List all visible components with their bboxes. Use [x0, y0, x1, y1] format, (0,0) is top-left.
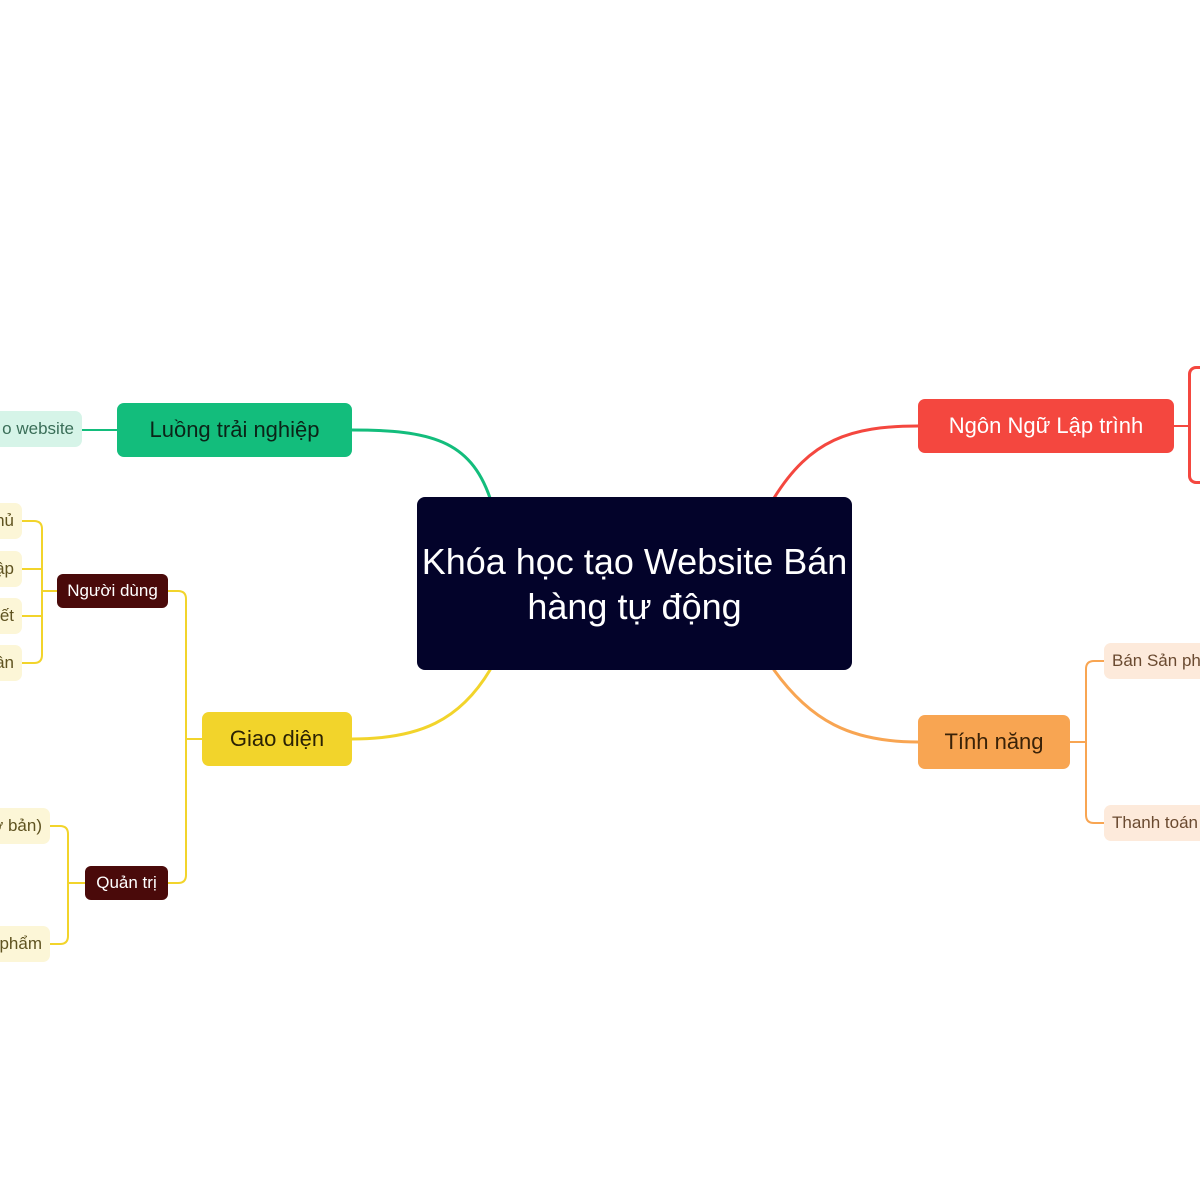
central-topic-label: Khóa học tạo Website Bán hàng tự động — [421, 540, 848, 627]
link-admin-tree — [49, 825, 86, 945]
leaf-admin-2[interactable]: phẩm — [0, 926, 50, 962]
sub-admin-label: Quản trị — [96, 873, 157, 892]
leaf-user-2[interactable]: ập — [0, 551, 22, 587]
leaf-payment-label: Thanh toán — [1112, 813, 1199, 832]
leaf-user-1-label: hủ — [0, 511, 14, 530]
leaf-user-2-label: ập — [0, 559, 14, 578]
link-features-tree — [1069, 660, 1105, 824]
link-center-features — [772, 668, 920, 744]
branch-programming-language-label: Ngôn Ngữ Lập trình — [948, 413, 1144, 438]
branch-features-label: Tính năng — [944, 729, 1044, 754]
sub-user[interactable]: Người dùng — [57, 574, 168, 608]
branch-experience-flow-label: Luồng trải nghiệp — [149, 417, 320, 442]
link-center-experience — [350, 428, 492, 500]
leaf-user-3-label: ết — [0, 606, 14, 625]
branch-programming-language[interactable]: Ngôn Ngữ Lập trình — [918, 399, 1174, 453]
link-center-interface — [350, 668, 492, 741]
leaf-website-label: o website — [2, 419, 74, 438]
language-children-group[interactable] — [1188, 366, 1200, 484]
leaf-website[interactable]: o website — [0, 411, 82, 447]
leaf-user-4[interactable]: ân — [0, 645, 22, 681]
branch-interface-label: Giao diện — [229, 726, 325, 751]
sub-admin[interactable]: Quản trị — [85, 866, 168, 900]
branch-features[interactable]: Tính năng — [918, 715, 1070, 769]
leaf-payment[interactable]: Thanh toán — [1104, 805, 1200, 841]
leaf-user-4-label: ân — [0, 653, 14, 672]
central-topic[interactable]: Khóa học tạo Website Bán hàng tự động — [417, 497, 852, 670]
link-interface-tree — [167, 590, 203, 884]
leaf-product-sales[interactable]: Bán Sản ph — [1104, 643, 1200, 679]
branch-experience-flow[interactable]: Luồng trải nghiệp — [117, 403, 352, 457]
leaf-admin-1-label: ơ bản) — [0, 816, 42, 835]
leaf-product-sales-label: Bán Sản ph — [1112, 651, 1200, 670]
leaf-admin-2-label: phẩm — [0, 934, 42, 953]
link-center-language — [772, 424, 920, 500]
link-user-tree — [21, 520, 58, 664]
leaf-admin-1[interactable]: ơ bản) — [0, 808, 50, 844]
branch-interface[interactable]: Giao diện — [202, 712, 352, 766]
sub-user-label: Người dùng — [67, 581, 158, 600]
leaf-user-1[interactable]: hủ — [0, 503, 22, 539]
leaf-user-3[interactable]: ết — [0, 598, 22, 634]
